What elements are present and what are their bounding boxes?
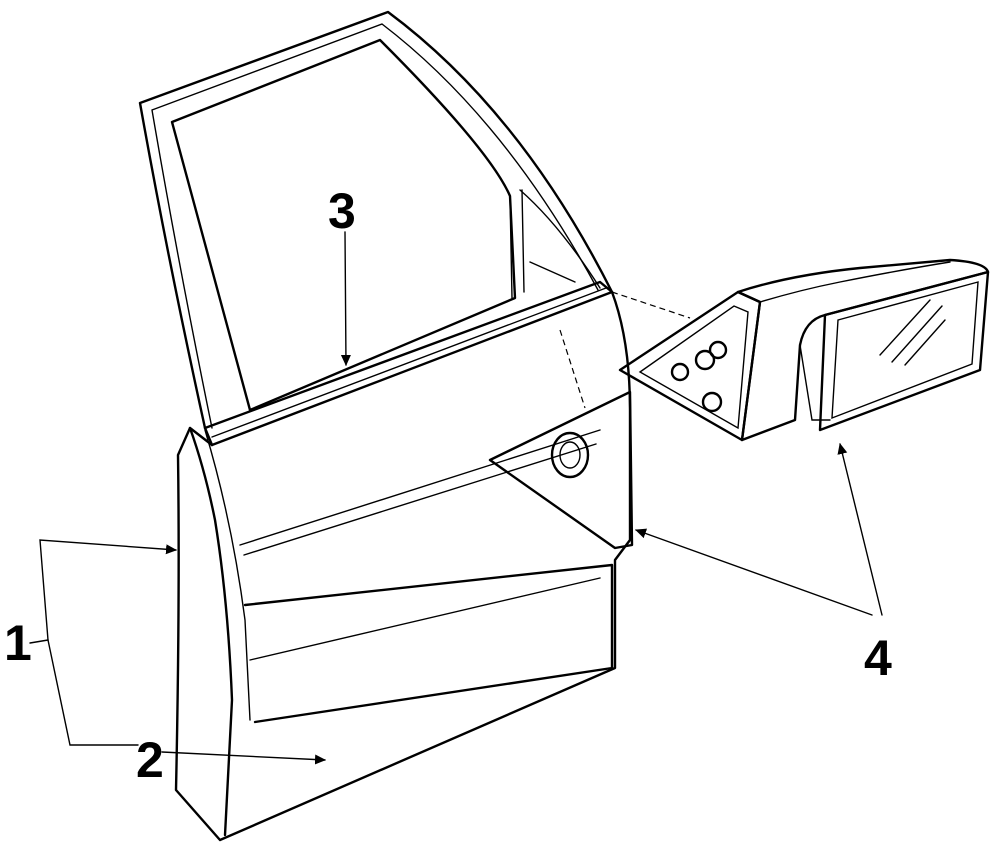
leader-1-stub (29, 639, 49, 644)
mirror-stud-2 (694, 349, 716, 371)
outside-mirror-assembly (618, 258, 990, 442)
callout-2: 2 (136, 732, 164, 788)
door-front-edge (188, 426, 234, 837)
mirror-mount-hole (550, 431, 590, 479)
mirror-housing (736, 258, 990, 442)
lower-door-panel (243, 563, 614, 724)
leader-3 (340, 231, 351, 366)
lower-panel-crease (249, 577, 601, 661)
door-shell-outline (174, 290, 632, 842)
callout-leaders (29, 231, 883, 765)
mirror-stud-1 (670, 362, 690, 382)
belt-weatherstrip (203, 280, 614, 447)
callout-4: 4 (864, 630, 892, 686)
mirror-glass-inner (831, 281, 979, 420)
mirror-stud-4 (701, 391, 723, 413)
leader-2 (161, 751, 326, 765)
leader-1-top (39, 539, 177, 641)
mirror-alignment-line (559, 291, 691, 409)
mirror-glass (818, 270, 990, 432)
glass-run-channel (509, 189, 525, 299)
window-frame-inner-edge (151, 23, 599, 429)
leader-4-door (635, 528, 873, 616)
vent-glass (519, 189, 601, 289)
mirror-glass-reflection (879, 299, 946, 366)
door-front-edge-inner (204, 429, 251, 721)
leader-4-mirror (837, 443, 883, 616)
mirror-stud-3 (708, 340, 728, 360)
callout-1: 1 (4, 615, 32, 671)
mirror-housing-rim (799, 344, 831, 421)
callout-3: 3 (328, 183, 356, 239)
leader-1-bottom (47, 639, 139, 746)
body-character-line (239, 429, 601, 556)
belt-weatherstrip-edge (211, 287, 607, 438)
mirror-mount-hole-inner (559, 441, 581, 469)
mirror-base-plate-inner (638, 305, 749, 430)
front-door-assembly (138, 10, 691, 842)
window-frame-outer (138, 10, 614, 430)
mirror-mount-patch (488, 390, 634, 550)
mirror-housing-shoulder (759, 261, 951, 303)
